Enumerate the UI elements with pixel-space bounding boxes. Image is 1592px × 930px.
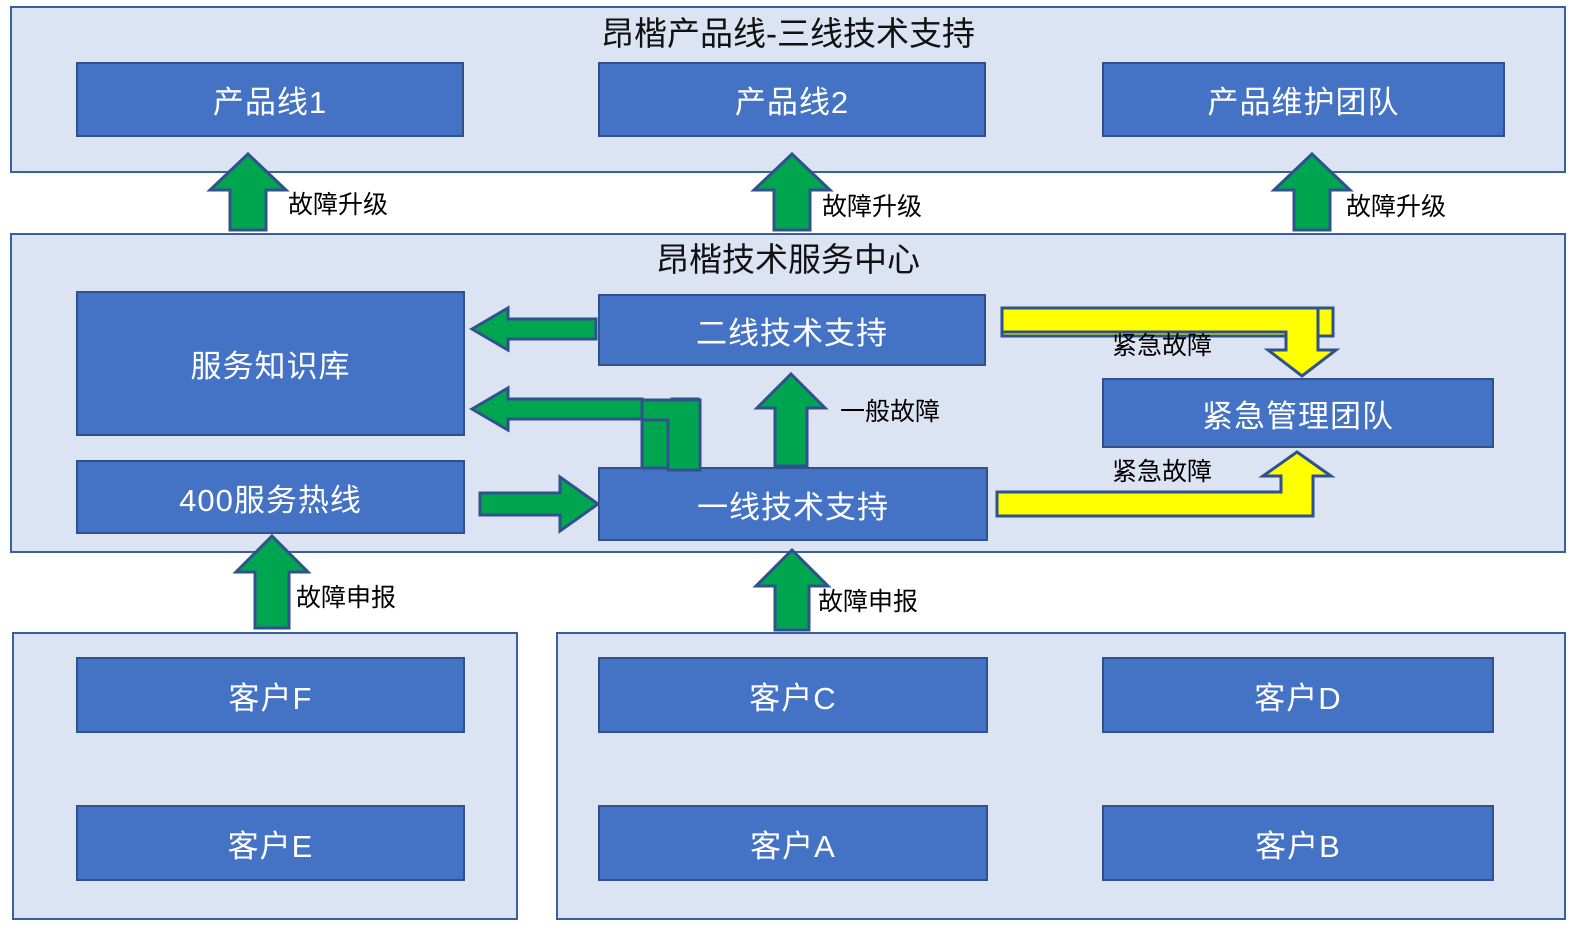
node-service-knowledge-base[interactable]: 服务知识库 (76, 291, 465, 436)
arrow-report-left (232, 533, 312, 630)
node-customer-f[interactable]: 客户F (76, 657, 465, 733)
group-service-center-title: 昂楷技术服务中心 (656, 241, 920, 278)
node-product-line-1[interactable]: 产品线1 (76, 62, 464, 137)
label-escalate-2: 故障升级 (822, 193, 923, 221)
label-report-right: 故障申报 (818, 588, 919, 616)
label-report-left: 故障申报 (296, 584, 397, 612)
label-escalate-3: 故障升级 (1346, 193, 1447, 221)
arrow-first-line-to-second-line (753, 371, 829, 468)
node-emergency-management-team[interactable]: 紧急管理团队 (1102, 378, 1494, 448)
label-urgent-fault-up: 紧急故障 (1112, 458, 1213, 486)
node-product-line-2[interactable]: 产品线2 (598, 62, 986, 137)
node-customer-a[interactable]: 客户A (598, 805, 988, 881)
arrow-escalate-product-line-2 (750, 151, 834, 232)
label-urgent-fault-down: 紧急故障 (1112, 332, 1213, 360)
arrow-second-line-to-knowledge-base (469, 305, 598, 353)
node-customer-c[interactable]: 客户C (598, 657, 988, 733)
node-customer-b[interactable]: 客户B (1102, 805, 1494, 881)
node-first-line-support[interactable]: 一线技术支持 (598, 467, 988, 541)
group-tier3-title: 昂楷产品线-三线技术支持 (601, 15, 975, 52)
label-escalate-1: 故障升级 (288, 191, 389, 219)
node-400-service-hotline[interactable]: 400服务热线 (76, 460, 465, 534)
arrow-escalate-maintenance-team (1270, 151, 1354, 232)
label-general-fault: 一般故障 (840, 398, 941, 426)
arrow-first-line-elbow-stem (640, 398, 702, 472)
arrow-emergency-down-head (1000, 306, 1341, 378)
arrow-report-right (752, 547, 832, 632)
node-second-line-support[interactable]: 二线技术支持 (598, 294, 986, 366)
node-customer-e[interactable]: 客户E (76, 805, 465, 881)
arrow-first-line-to-emergency-team (995, 450, 1336, 518)
arrow-hotline-to-first-line (478, 474, 601, 534)
node-customer-d[interactable]: 客户D (1102, 657, 1494, 733)
arrow-escalate-product-line-1 (206, 151, 290, 232)
node-product-maintenance-team[interactable]: 产品维护团队 (1102, 62, 1505, 137)
